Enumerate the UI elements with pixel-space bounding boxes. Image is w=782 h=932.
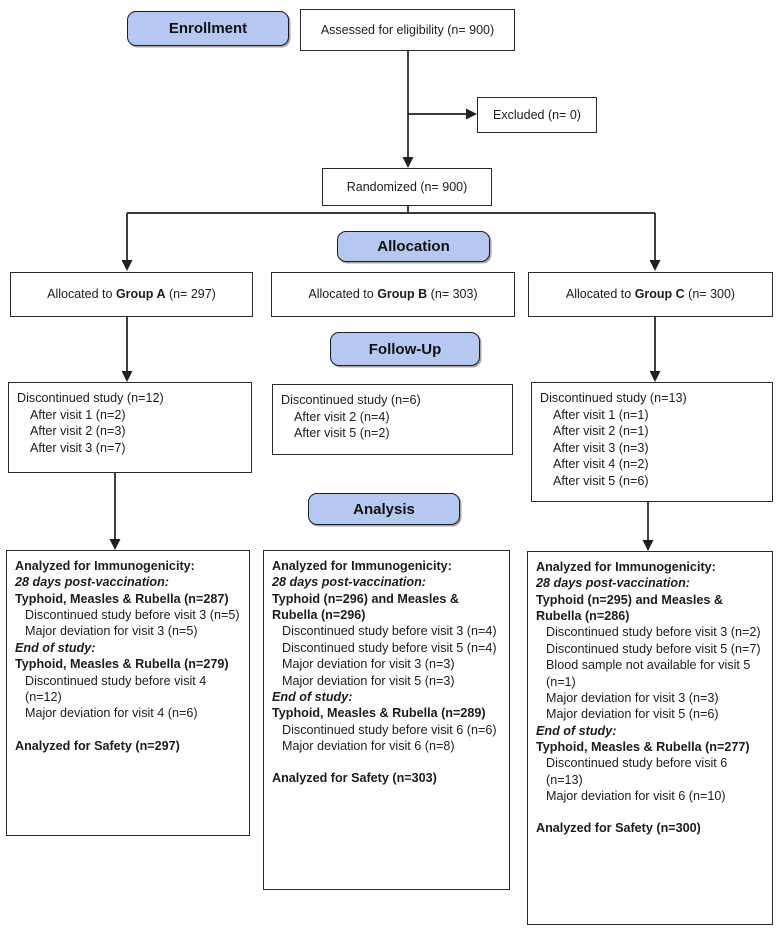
allocation-box-group-c: Allocated to Group C (n= 300) bbox=[528, 272, 773, 317]
followup-item: After visit 3 (n=3) bbox=[553, 440, 649, 455]
analysis-line: Discontinued study before visit 5 (n=4) bbox=[282, 640, 497, 655]
connector-groupA-to-followup bbox=[121, 317, 133, 382]
followup-item: After visit 4 (n=2) bbox=[553, 457, 649, 472]
analysis-line: Typhoid (n=296) and Measles & Rubella (n… bbox=[272, 591, 459, 623]
group-c-name: Group C bbox=[634, 287, 685, 302]
connector-branch-to-excluded bbox=[408, 108, 477, 120]
group-a-name: Group A bbox=[115, 287, 166, 302]
analysis-safety-line: Analyzed for Safety (n=303) bbox=[272, 771, 437, 786]
followup-title: Discontinued study (n=6) bbox=[281, 393, 421, 407]
analysis-line: Discontinued study before visit 4 (n=12) bbox=[25, 673, 207, 704]
excluded-text: Excluded (n= 0) bbox=[493, 107, 581, 122]
followup-box-group-a: Discontinued study (n=12) After visit 1 … bbox=[8, 382, 252, 473]
followup-title: Discontinued study (n=12) bbox=[17, 391, 164, 405]
followup-item: After visit 1 (n=1) bbox=[553, 407, 649, 422]
analysis-line: End of study: bbox=[536, 723, 617, 738]
analysis-line: 28 days post-vaccination: bbox=[15, 575, 169, 590]
randomized-text: Randomized (n= 900) bbox=[346, 179, 468, 194]
analysis-line: Discontinued study before visit 3 (n=2) bbox=[546, 625, 761, 640]
allocation-box-group-b: Allocated to Group B (n= 303) bbox=[271, 272, 515, 317]
followup-item: After visit 1 (n=2) bbox=[30, 407, 126, 422]
connector-groupC-to-analysis bbox=[642, 502, 654, 551]
stage-label-analysis: Analysis bbox=[308, 493, 460, 525]
connector-assessed-to-randomized bbox=[402, 51, 414, 168]
followup-box-group-b: Discontinued study (n=6) After visit 2 (… bbox=[272, 384, 513, 455]
analysis-line: Major deviation for visit 3 (n=3) bbox=[546, 690, 719, 705]
analysis-line: Major deviation for visit 5 (n=6) bbox=[546, 707, 719, 722]
analysis-line: Major deviation for visit 3 (n=5) bbox=[25, 624, 198, 639]
group-b-name: Group B bbox=[377, 287, 428, 302]
analysis-line: Major deviation for visit 5 (n=3) bbox=[282, 673, 455, 688]
analysis-line: Major deviation for visit 6 (n=8) bbox=[282, 738, 455, 753]
followup-item: After visit 5 (n=2) bbox=[294, 426, 390, 441]
followup-item: After visit 2 (n=3) bbox=[30, 424, 126, 439]
analysis-line: Analyzed for Immunogenicity: bbox=[15, 559, 195, 573]
analysis-line: Analyzed for Immunogenicity: bbox=[536, 560, 716, 574]
analysis-line: Blood sample not available for visit 5 (… bbox=[546, 658, 751, 689]
analysis-line: Major deviation for visit 4 (n=6) bbox=[25, 706, 198, 721]
connector-groupC-to-followup bbox=[649, 317, 661, 382]
analysis-line: Discontinued study before visit 6 (n=6) bbox=[282, 722, 497, 737]
analysis-line: Discontinued study before visit 3 (n=4) bbox=[282, 624, 497, 639]
followup-title: Discontinued study (n=13) bbox=[540, 391, 687, 405]
analysis-line: Typhoid (n=295) and Measles & Rubella (n… bbox=[536, 592, 723, 624]
followup-item: After visit 5 (n=6) bbox=[553, 474, 649, 489]
analysis-line: Typhoid, Measles & Rubella (n=277) bbox=[536, 739, 750, 754]
stage-label-enrollment: Enrollment bbox=[127, 11, 289, 46]
analysis-line: Typhoid, Measles & Rubella (n=287) bbox=[15, 591, 229, 606]
stage-label-followup: Follow-Up bbox=[330, 332, 480, 366]
analysis-line: End of study: bbox=[272, 689, 353, 704]
analysis-line: Discontinued study before visit 3 (n=5) bbox=[25, 608, 240, 623]
analysis-box-group-b: Analyzed for Immunogenicity: 28 days pos… bbox=[263, 550, 510, 890]
stage-label-allocation: Allocation bbox=[337, 231, 490, 262]
allocation-text: Allocated to Group A (n= 297) bbox=[47, 287, 216, 302]
followup-box-group-c: Discontinued study (n=13) After visit 1 … bbox=[531, 382, 773, 502]
analysis-line: Analyzed for Immunogenicity: bbox=[272, 559, 452, 573]
followup-item: After visit 2 (n=4) bbox=[294, 409, 390, 424]
analysis-safety-line: Analyzed for Safety (n=297) bbox=[15, 738, 180, 753]
analysis-line: Discontinued study before visit 5 (n=7) bbox=[546, 641, 761, 656]
analysis-line: Typhoid, Measles & Rubella (n=279) bbox=[15, 657, 229, 672]
followup-item: After visit 2 (n=1) bbox=[553, 424, 649, 439]
randomized-box: Randomized (n= 900) bbox=[322, 168, 492, 206]
connector-groupA-to-analysis bbox=[109, 473, 121, 550]
analysis-line: End of study: bbox=[15, 640, 96, 655]
analysis-box-group-c: Analyzed for Immunogenicity: 28 days pos… bbox=[527, 551, 773, 925]
analysis-line: 28 days post-vaccination: bbox=[272, 575, 426, 590]
analysis-line: Discontinued study before visit 6 (n=13) bbox=[546, 756, 728, 787]
analysis-line: Typhoid, Measles & Rubella (n=289) bbox=[272, 706, 486, 721]
analysis-line: Major deviation for visit 6 (n=10) bbox=[546, 789, 726, 804]
allocation-text: Allocated to Group C (n= 300) bbox=[565, 287, 736, 302]
analysis-safety-line: Analyzed for Safety (n=300) bbox=[536, 821, 701, 836]
analysis-line: Major deviation for visit 3 (n=3) bbox=[282, 657, 455, 672]
allocation-text: Allocated to Group B (n= 303) bbox=[308, 287, 478, 302]
allocation-box-group-a: Allocated to Group A (n= 297) bbox=[10, 272, 253, 317]
excluded-box: Excluded (n= 0) bbox=[477, 97, 597, 133]
followup-item: After visit 3 (n=7) bbox=[30, 440, 126, 455]
assessed-text: Assessed for eligibility (n= 900) bbox=[320, 22, 495, 37]
analysis-line: 28 days post-vaccination: bbox=[536, 576, 690, 591]
assessed-box: Assessed for eligibility (n= 900) bbox=[300, 9, 515, 51]
analysis-box-group-a: Analyzed for Immunogenicity: 28 days pos… bbox=[6, 550, 250, 836]
